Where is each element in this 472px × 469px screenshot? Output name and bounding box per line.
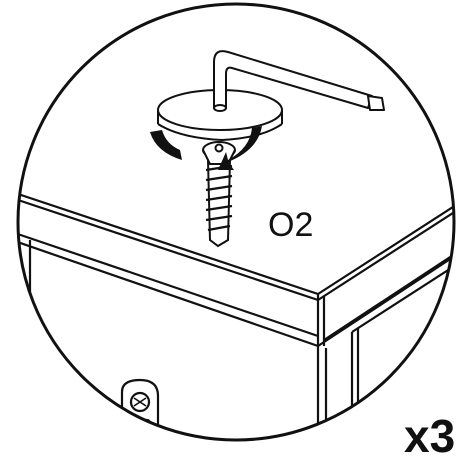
cabinet-top-panel [18, 186, 454, 348]
cam-lock-icon [120, 378, 160, 440]
zoom-circle [16, 2, 456, 442]
zoom-detail [18, 50, 454, 440]
quantity-label: x3 [404, 410, 455, 462]
allen-key-icon [213, 50, 385, 112]
part-label: O2 [268, 206, 313, 244]
screw-icon [202, 141, 236, 248]
